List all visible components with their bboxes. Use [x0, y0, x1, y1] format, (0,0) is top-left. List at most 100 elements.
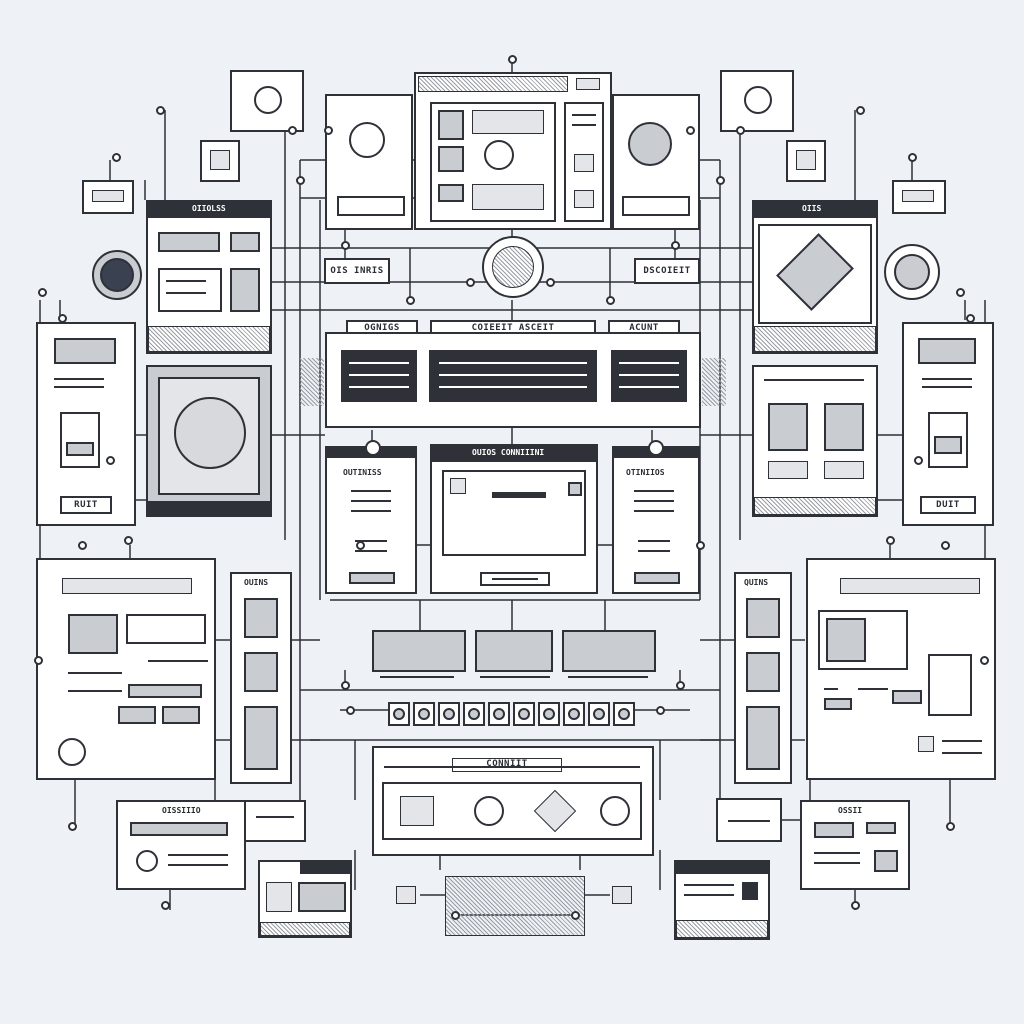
connector-node	[671, 241, 680, 250]
glyph-icon	[418, 708, 430, 720]
close-icon[interactable]	[568, 482, 582, 496]
document-icon[interactable]	[746, 652, 780, 692]
right-shapes-window[interactable]: OIIS	[752, 200, 878, 354]
tile-strip	[382, 782, 642, 840]
pin-icon	[365, 440, 381, 456]
connector-node	[908, 153, 917, 162]
action-button[interactable]	[349, 572, 395, 584]
thumb	[438, 184, 464, 202]
middle-center-window[interactable]: OUIOS CONNIIINI	[430, 444, 598, 594]
grid-icon[interactable]	[400, 796, 434, 826]
rule	[942, 740, 982, 742]
right-footer-label[interactable]: DUIT	[920, 496, 976, 514]
thumb	[826, 618, 866, 662]
bottom-right-card: OSSII	[800, 800, 910, 890]
left-dashboard-window[interactable]: OIIOLSS	[146, 200, 272, 354]
small-tile	[200, 140, 240, 182]
rule	[68, 672, 122, 674]
lower-right-document	[806, 558, 996, 780]
lower-right-toolbar: QUINS	[734, 572, 792, 784]
doc-header	[840, 578, 980, 594]
toolbar-icon-button[interactable]	[413, 702, 435, 726]
panel-button[interactable]	[162, 706, 200, 724]
gauge-icon[interactable]	[746, 598, 780, 638]
image-icon[interactable]	[244, 598, 278, 638]
toolbar-icon-button[interactable]	[463, 702, 485, 726]
left-footer-label[interactable]: RUIT	[60, 496, 112, 514]
connector-node	[466, 278, 475, 287]
thumb	[934, 436, 962, 454]
card-title: OTINIIOS	[626, 468, 665, 477]
target-icon[interactable]	[600, 796, 630, 826]
right-side-card: DUIT	[902, 322, 994, 526]
feature-card-lock[interactable]	[475, 630, 553, 672]
action-button[interactable]	[634, 572, 680, 584]
list-icon[interactable]	[244, 706, 278, 770]
connector-node	[68, 822, 77, 831]
rule	[351, 500, 391, 502]
mini-form	[716, 798, 782, 842]
rule	[814, 862, 860, 864]
toolbar-icon-button[interactable]	[613, 702, 635, 726]
toolbar-icon-button[interactable]	[438, 702, 460, 726]
rule	[355, 550, 387, 552]
confirm-button[interactable]	[480, 572, 550, 586]
panel-button[interactable]	[118, 706, 156, 724]
rule	[349, 386, 409, 388]
rule	[728, 820, 770, 822]
top-center-window[interactable]	[414, 72, 612, 230]
middle-left-card[interactable]: OUTINISS	[325, 440, 417, 594]
bottom-left-window[interactable]	[258, 860, 352, 938]
lock-badge-icon[interactable]	[884, 244, 940, 300]
leaf-icon[interactable]	[244, 652, 278, 692]
clock-icon[interactable]	[474, 796, 504, 826]
window-control[interactable]	[576, 78, 600, 90]
bottom-right-window[interactable]	[674, 860, 770, 940]
connector-node	[34, 656, 43, 665]
feature-card-dome[interactable]	[372, 630, 466, 672]
middle-right-card[interactable]: OTINIIOS	[612, 440, 700, 594]
toolbar-icon-button[interactable]	[538, 702, 560, 726]
toolbar-icon-button[interactable]	[513, 702, 535, 726]
connector-node	[546, 278, 555, 287]
footer-pattern	[754, 497, 876, 515]
toolbar-icon-button[interactable]	[388, 702, 410, 726]
toolbar-icon-button[interactable]	[563, 702, 585, 726]
preview-pane	[430, 102, 556, 222]
panel-button[interactable]	[158, 232, 220, 252]
connector-node	[941, 541, 950, 550]
titlebar	[676, 862, 768, 874]
rule	[684, 894, 734, 896]
dark-block	[341, 350, 417, 402]
mini-form	[244, 800, 306, 842]
feature-card-target[interactable]	[562, 630, 656, 672]
connector-node	[156, 106, 165, 115]
connector-node	[78, 541, 87, 550]
right-tag-label: DSCOIEIT	[634, 258, 700, 284]
side-pattern	[702, 358, 726, 406]
rule	[638, 550, 670, 552]
arrow-up-icon[interactable]	[92, 250, 142, 300]
field	[337, 196, 405, 216]
toolbar-icon-button[interactable]	[588, 702, 610, 726]
thumb	[438, 146, 464, 172]
dial-frame	[158, 377, 260, 495]
list-icon[interactable]	[746, 706, 780, 770]
connector-node	[980, 656, 989, 665]
bell-icon	[744, 86, 772, 114]
connector-node	[406, 296, 415, 305]
connector-node	[106, 456, 115, 465]
toolbar-icon-button[interactable]	[488, 702, 510, 726]
right-media-panel	[752, 365, 878, 517]
central-hub[interactable]	[482, 236, 544, 298]
glyph-icon	[443, 708, 455, 720]
rule	[351, 510, 391, 512]
panel-button[interactable]	[230, 232, 260, 252]
rule	[168, 864, 228, 866]
connector-node	[966, 314, 975, 323]
connector-node	[696, 541, 705, 550]
tag-icon[interactable]	[533, 789, 577, 833]
field	[824, 461, 864, 479]
rule	[380, 676, 454, 678]
lock-icon	[628, 122, 672, 166]
